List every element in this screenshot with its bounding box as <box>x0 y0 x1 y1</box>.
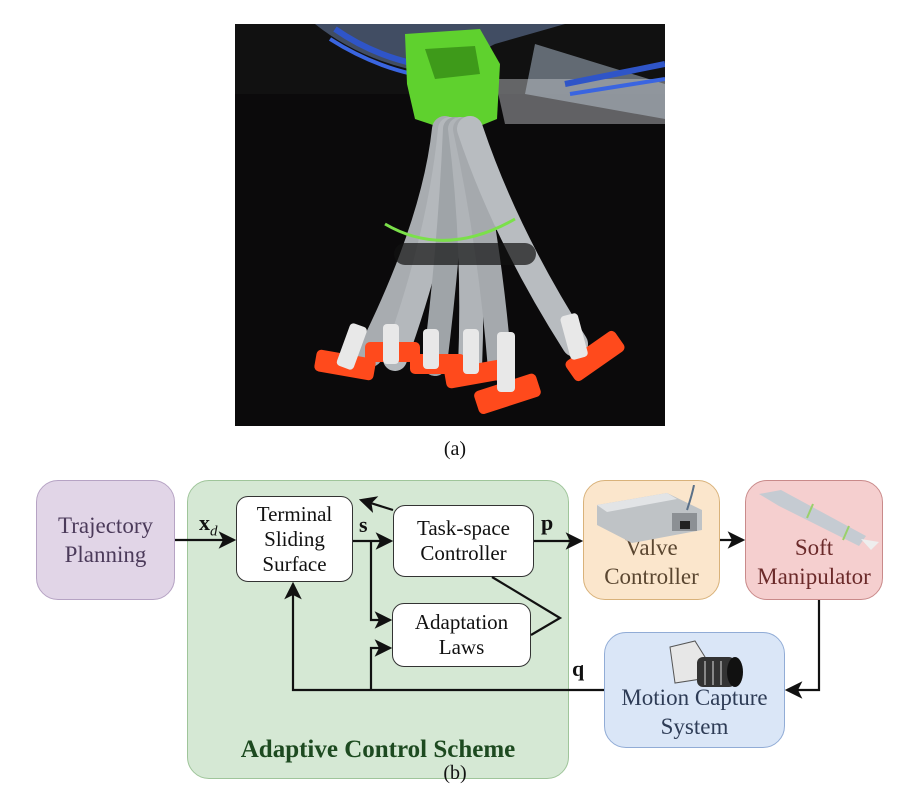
valve-controller-icon <box>597 485 702 543</box>
sm-line2: Manipulator <box>757 564 871 589</box>
sm-line1: Soft <box>794 535 834 560</box>
camera-icon <box>669 640 743 687</box>
signal-xd: xd <box>199 510 218 540</box>
al-line2: Laws <box>438 635 485 659</box>
photo-illustration <box>235 24 665 415</box>
trajectory-planning-line2: Planning <box>64 542 147 567</box>
signal-s: s <box>359 512 368 537</box>
signal-q: q <box>572 656 585 681</box>
tsc-line2: Controller <box>420 541 507 565</box>
soft-manipulator-photo <box>235 24 665 426</box>
arrow-manip-mocap <box>784 600 821 699</box>
vc-line2: Controller <box>604 564 699 589</box>
tss-line2: Sliding <box>264 526 325 551</box>
tss-line1: Terminal <box>256 501 333 526</box>
trajectory-planning-line1: Trajectory <box>58 513 153 538</box>
signal-p: p <box>541 510 554 535</box>
al-line1: Adaptation <box>414 610 509 634</box>
tss-line3: Surface <box>262 551 327 576</box>
panel-b-caption: (b) <box>443 762 467 784</box>
mcs-line2: System <box>660 714 729 739</box>
soft-manipulator-icon <box>759 490 879 550</box>
adaptive-control-scheme-label: Adaptive Control Scheme <box>240 736 516 763</box>
tsc-line1: Task-space <box>417 516 510 540</box>
mcs-line1: Motion Capture <box>621 685 768 710</box>
panel-a-caption: (a) <box>443 438 467 460</box>
